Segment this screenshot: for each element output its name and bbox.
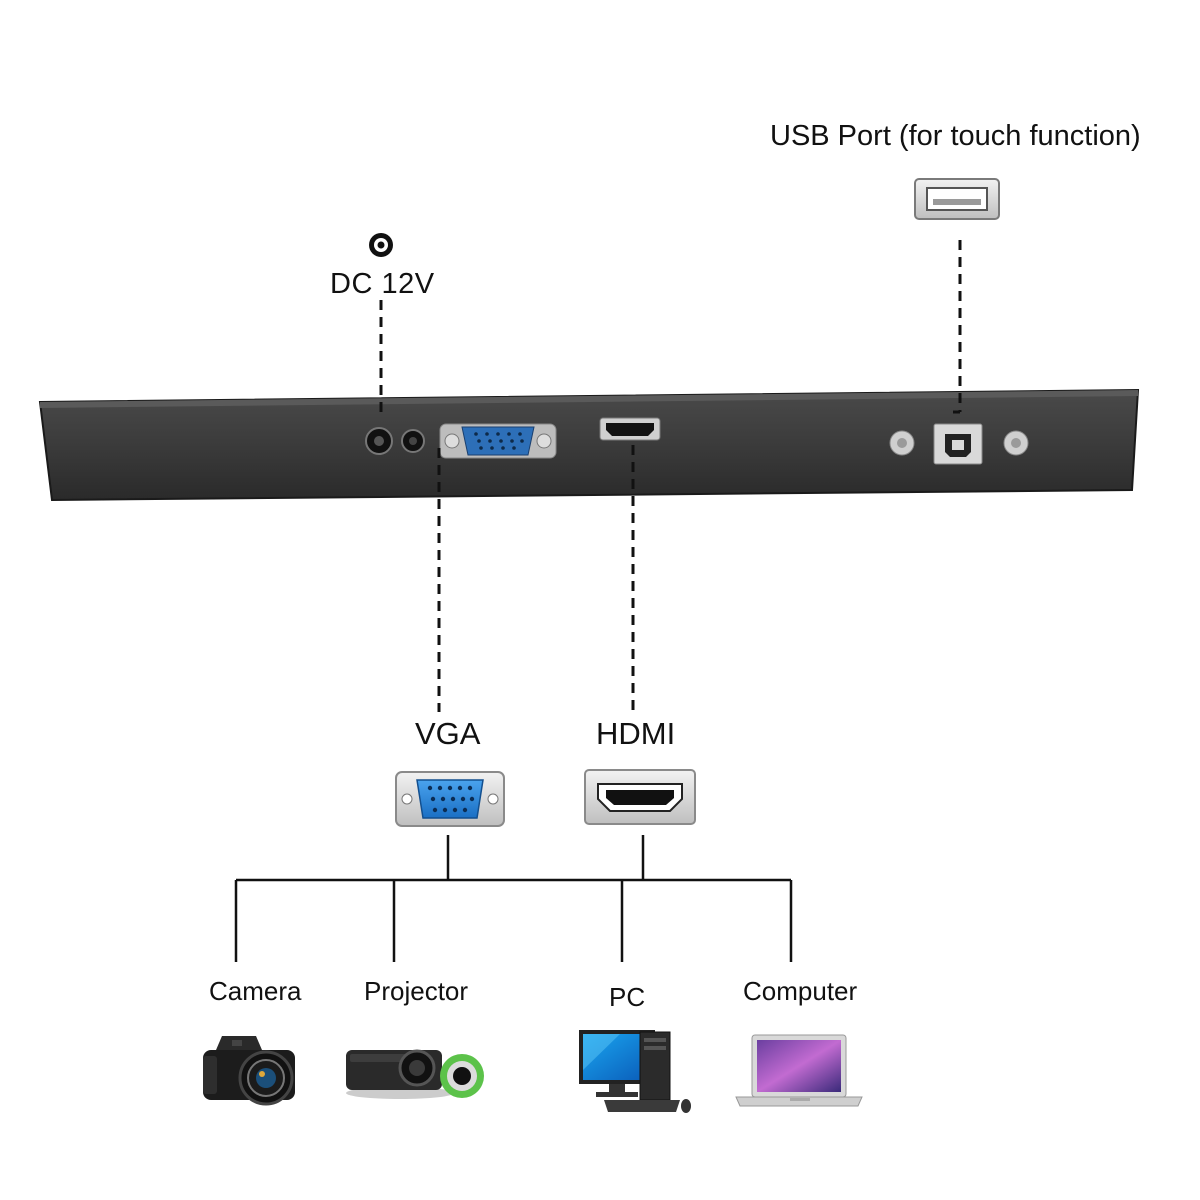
power-jack-icon — [369, 233, 393, 257]
laptop-icon — [735, 1034, 863, 1107]
panel-usb-b-port — [933, 423, 983, 465]
usb-port-label: USB Port (for touch function) — [770, 120, 1141, 152]
monitor-rear-panel — [38, 388, 1140, 502]
device-tree-lines — [234, 835, 793, 962]
panel-screw-right — [1003, 430, 1029, 456]
camera-icon — [203, 1036, 295, 1106]
projector-label: Projector — [364, 976, 469, 1006]
projector-icon — [346, 1049, 484, 1099]
camera-label: Camera — [209, 976, 302, 1006]
panel-hdmi-port — [599, 417, 661, 441]
dc-power-label: DC 12V — [330, 268, 435, 300]
dc-power-jack — [365, 427, 393, 455]
computer-label: Computer — [743, 976, 858, 1006]
vga-port-icon — [395, 771, 505, 827]
hdmi-port-icon — [584, 769, 696, 825]
desktop-pc-icon — [579, 1030, 691, 1113]
hdmi-label: HDMI — [596, 716, 676, 751]
dashed-connectors — [379, 240, 962, 712]
panel-screw-left — [889, 430, 915, 456]
audio-jack — [401, 429, 425, 453]
usb-a-port-icon — [914, 178, 1000, 220]
vga-label: VGA — [415, 716, 481, 751]
pc-label: PC — [609, 982, 646, 1012]
panel-vga-port — [439, 423, 557, 459]
